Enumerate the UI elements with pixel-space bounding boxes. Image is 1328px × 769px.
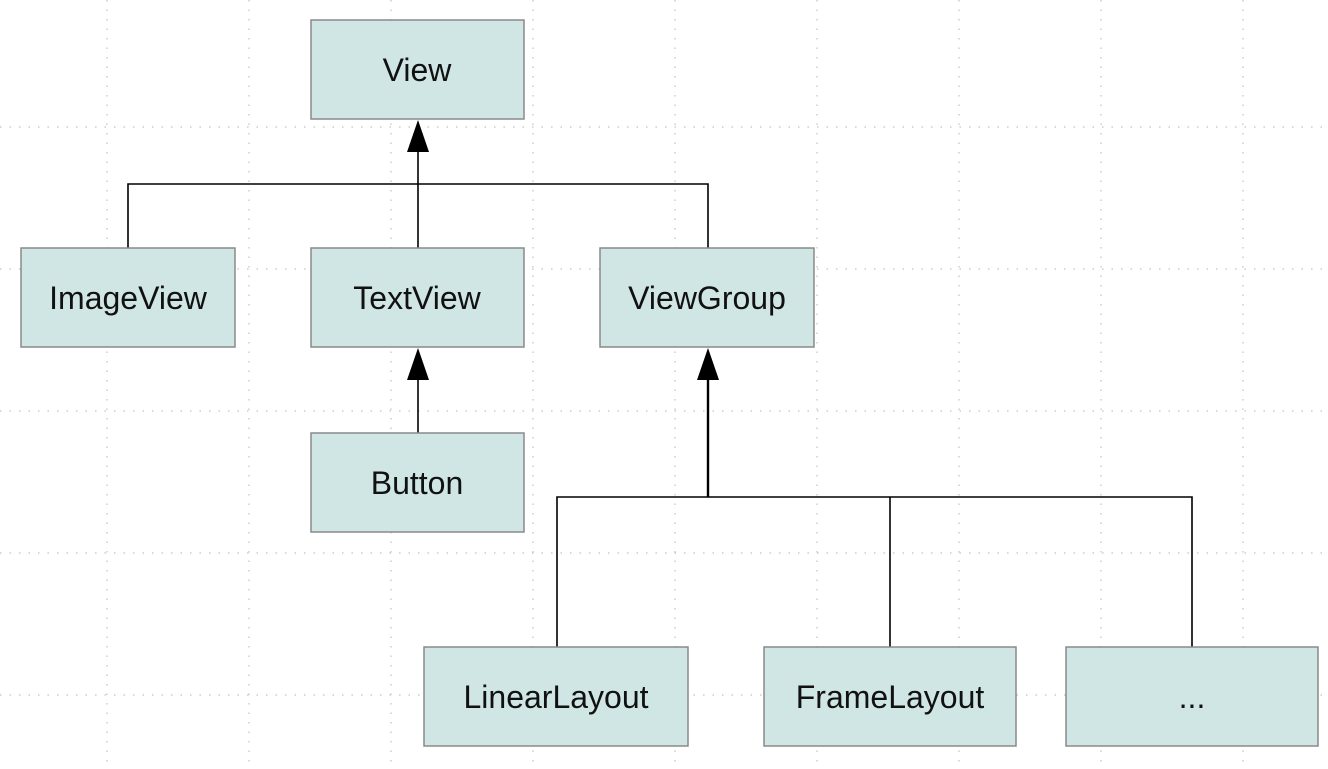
node-box: [310, 432, 525, 533]
connector-bus-viewgroup: [556, 496, 1193, 647]
node-button: Button: [310, 432, 525, 533]
node-box: [763, 646, 1017, 747]
node-box: [310, 247, 525, 348]
node-label: Button: [371, 465, 464, 501]
node-label: ViewGroup: [628, 280, 786, 316]
inheritance-arrowhead: [407, 120, 429, 152]
node-box: [599, 247, 815, 348]
node-label: View: [383, 52, 453, 88]
node-label: TextView: [353, 280, 481, 316]
node-label: LinearLayout: [463, 679, 648, 715]
node-imageview: ImageView: [20, 247, 236, 348]
node-label: FrameLayout: [796, 679, 985, 715]
node-label: ImageView: [49, 280, 208, 316]
node-box: [20, 247, 236, 348]
node-box: [423, 646, 689, 747]
node-label: ...: [1179, 679, 1206, 715]
node-more: ...: [1065, 646, 1319, 747]
connector-viewgroup-children: [556, 348, 1193, 647]
node-textview: TextView: [310, 247, 525, 348]
node-box: [1065, 646, 1319, 747]
node-box: [310, 19, 525, 120]
node-framelayout: FrameLayout: [763, 646, 1017, 747]
inheritance-arrowhead: [407, 348, 429, 380]
inheritance-arrowhead: [697, 348, 719, 380]
node-linearlayout: LinearLayout: [423, 646, 689, 747]
node-viewgroup: ViewGroup: [599, 247, 815, 348]
connector-view-children: [127, 120, 709, 248]
node-view: View: [310, 19, 525, 120]
connector-button-textview: [407, 348, 429, 433]
